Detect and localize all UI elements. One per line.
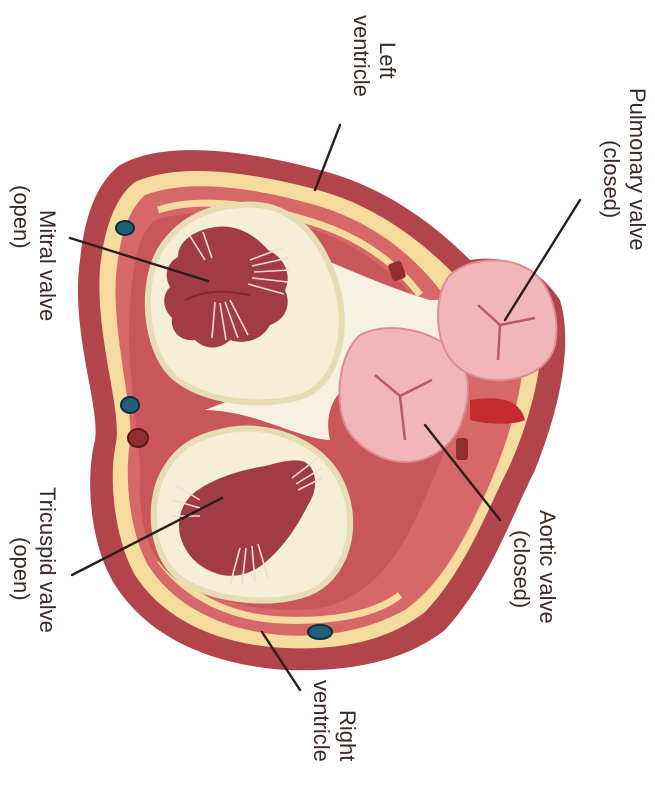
coronary-vessel-6 <box>456 438 468 460</box>
label-mitral-valve: Mitral valve (open) <box>9 185 60 321</box>
heart-cross-section <box>78 150 565 670</box>
coronary-vessel-3 <box>128 429 148 447</box>
coronary-vessel-2 <box>121 397 139 413</box>
label-left-ventricle: Left ventricle <box>349 15 400 97</box>
left-chamber <box>148 205 342 403</box>
label-mitral-valve-line1: Mitral valve <box>35 210 60 321</box>
right-chamber <box>154 429 350 601</box>
label-right-ventricle-line1: Right <box>335 710 360 761</box>
label-aortic-valve-line2: (closed) <box>509 530 534 608</box>
label-aortic-valve: Aortic valve (closed) <box>509 510 560 624</box>
label-left-ventricle-line2: ventricle <box>349 15 374 97</box>
coronary-vessel-1 <box>116 221 134 235</box>
label-pulmonary-valve-line2: (closed) <box>599 140 624 218</box>
label-right-ventricle-line2: ventricle <box>309 680 334 762</box>
label-left-ventricle-line1: Left <box>375 42 400 79</box>
label-tricuspid-valve-line2: (open) <box>9 537 34 601</box>
label-pulmonary-valve: Pulmonary valve (closed) <box>599 88 650 251</box>
pulmonary-valve <box>438 260 556 380</box>
label-tricuspid-valve: Tricuspid valve (open) <box>9 487 60 633</box>
label-pulmonary-valve-line1: Pulmonary valve <box>625 88 650 251</box>
coronary-vessel-4 <box>308 625 332 639</box>
label-mitral-valve-line2: (open) <box>9 185 34 249</box>
label-aortic-valve-line1: Aortic valve <box>535 510 560 624</box>
label-right-ventricle: Right ventricle <box>309 680 360 762</box>
pulmonary-valve-body <box>438 260 556 380</box>
label-tricuspid-valve-line1: Tricuspid valve <box>35 487 60 633</box>
